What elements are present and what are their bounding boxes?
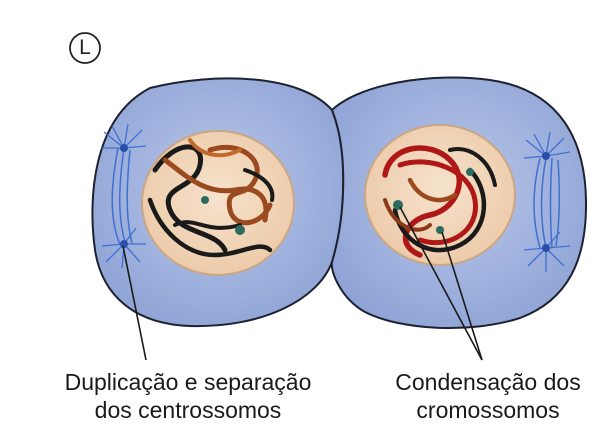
caption-line: Condensação dos	[368, 368, 608, 396]
right-cell	[332, 78, 586, 328]
caption-centrosome-duplication: Duplicação e separação dos centrossomos	[18, 368, 358, 424]
caption-line: Duplicação e separação	[18, 368, 358, 396]
caption-line: cromossomos	[368, 396, 608, 424]
caption-chromosome-condensation: Condensação dos cromossomos	[368, 368, 608, 424]
panel-label: L	[68, 31, 102, 65]
caption-line: dos centrossomos	[18, 396, 358, 424]
left-cell	[92, 78, 343, 326]
